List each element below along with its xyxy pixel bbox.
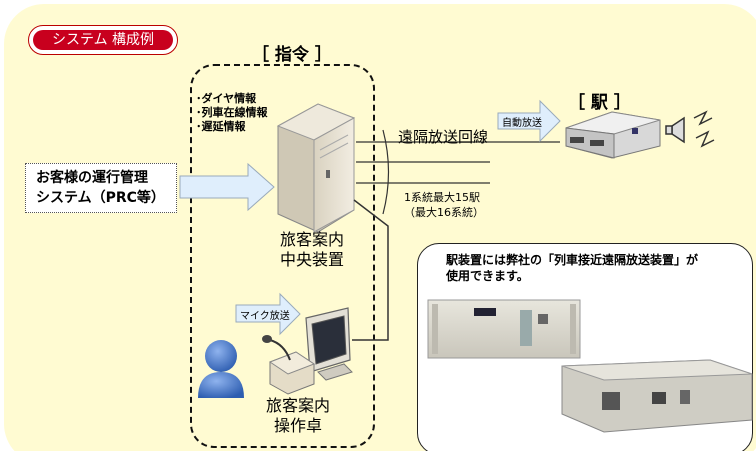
info-item-delay: ･遅延情報 <box>196 120 246 133</box>
microphone-icon <box>262 335 316 395</box>
station-title: ［ 駅 ］ <box>568 93 631 113</box>
remote-line-label: 遠隔放送回線 <box>398 128 489 146</box>
station-device-icon <box>565 111 661 159</box>
prc-line-1: お客様の運行管理 <box>36 170 148 186</box>
prc-system-box: お客様の運行管理 システム（PRC等） <box>25 163 177 213</box>
line-capacity-note: 1系統最大15駅 （最大16系統） <box>404 190 484 220</box>
rack-unit-image-1 <box>427 299 581 359</box>
mic-broadcast-label: マイク放送 <box>240 311 290 322</box>
prc-line-2: システム（PRC等） <box>36 190 165 206</box>
command-center-boundary <box>190 64 375 448</box>
info-item-train-location: ･列車在線情報 <box>196 106 268 119</box>
rack-unit-image-2 <box>561 359 753 433</box>
infobox-line-2: 使用できます。 <box>446 269 529 283</box>
infobox-text: 駅装置には弊社の「列車接近遠隔放送装置」が 使用できます。 <box>446 252 698 284</box>
infobox-line-1: 駅装置には弊社の「列車接近遠隔放送装置」が <box>446 253 699 267</box>
badge-label: システム 構成例 <box>33 30 173 50</box>
console-label: 旅客案内 操作卓 <box>266 396 330 436</box>
central-server-icon <box>276 103 356 233</box>
prc-input-arrow <box>179 162 275 212</box>
central-unit-line-2: 中央装置 <box>280 250 345 269</box>
auto-broadcast-label: 自動放送 <box>502 118 542 129</box>
line-note-1: 1系統最大15駅 <box>404 191 480 204</box>
mic-broadcast-arrow <box>235 292 301 336</box>
console-line-2: 操作卓 <box>274 416 323 435</box>
speaker-icon <box>665 110 715 148</box>
info-list: ･ダイヤ情報 ･列車在線情報 ･遅延情報 <box>196 92 268 134</box>
broadcast-line-bundle <box>356 129 560 215</box>
info-item-diagram: ･ダイヤ情報 <box>196 92 257 105</box>
central-unit-line-1: 旅客案内 <box>280 230 345 249</box>
system-config-badge: システム 構成例 <box>28 25 178 55</box>
auto-broadcast-arrow <box>497 99 561 143</box>
server-console-link <box>352 199 389 341</box>
command-title: ［ 指令 ］ <box>252 45 332 65</box>
console-line-1: 旅客案内 <box>266 396 331 415</box>
operator-person-icon <box>198 340 244 398</box>
console-monitor-icon <box>305 307 353 381</box>
line-note-2: （最大16系統） <box>404 206 484 219</box>
central-unit-label: 旅客案内 中央装置 <box>280 230 344 270</box>
